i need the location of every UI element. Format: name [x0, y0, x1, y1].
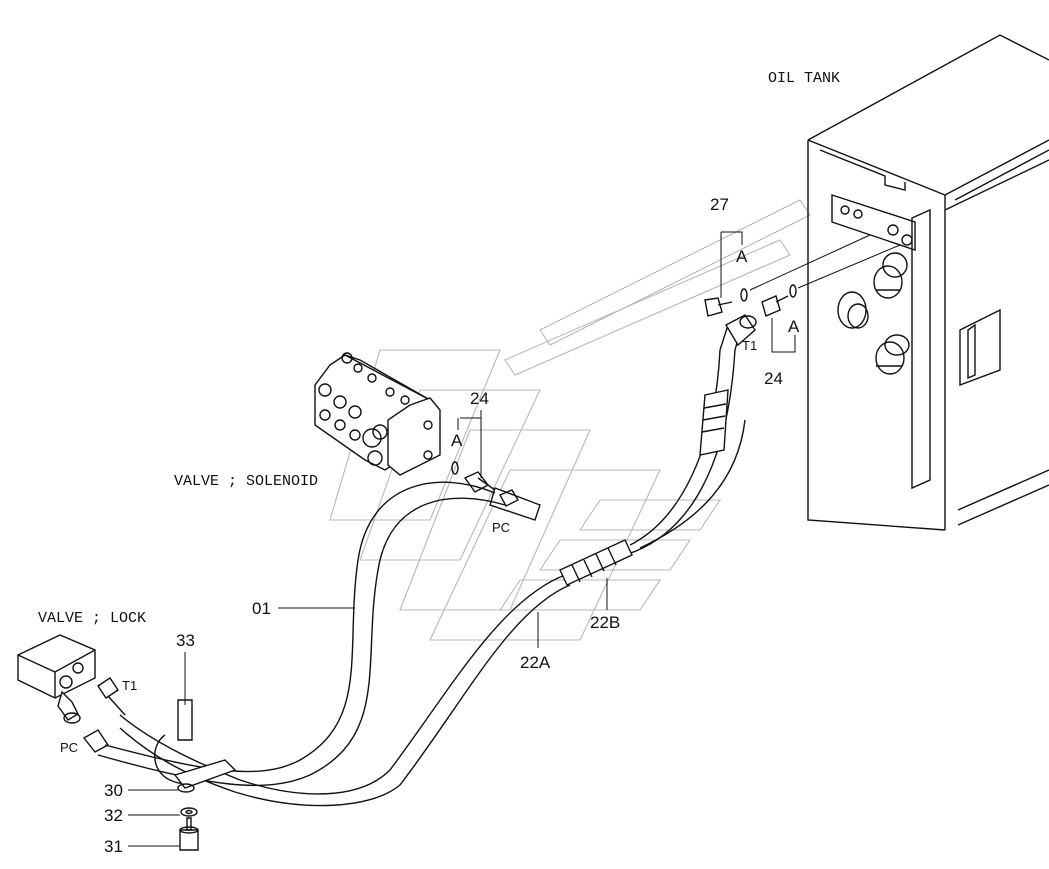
callout-24-top: 24: [470, 389, 489, 408]
clamp: [154, 699, 237, 793]
port-pc-solenoid: PC: [492, 520, 510, 535]
callout-32: 32: [104, 806, 123, 825]
detail-a-brackets: [457, 231, 796, 478]
washer-32: [180, 807, 198, 817]
callout-27: 27: [710, 195, 729, 214]
valve-lock-label: VALVE ; LOCK: [38, 610, 146, 627]
detail-a-solenoid: A: [451, 431, 463, 450]
hose-22a: [119, 574, 571, 807]
callout-22a: 22A: [520, 653, 551, 672]
callout-24-tank: 24: [764, 369, 783, 388]
valve-solenoid-label: VALVE ; SOLENOID: [174, 473, 318, 490]
port-t1-tank: T1: [742, 338, 757, 353]
guide-lines: [749, 234, 901, 291]
callout-33: 33: [176, 631, 195, 650]
detail-a-tank-right: A: [788, 317, 800, 336]
hose-22b: [559, 314, 757, 586]
callout-22b: 22B: [590, 613, 620, 632]
detail-a-tank-left: A: [736, 247, 748, 266]
port-pc-lock: PC: [60, 740, 78, 755]
solenoid-fitting: [451, 461, 541, 521]
solenoid-valve: [314, 352, 441, 476]
callout-30: 30: [104, 781, 123, 800]
fitting-24-tank: [761, 284, 797, 317]
port-t1-lock: T1: [122, 678, 137, 693]
callout-31: 31: [104, 837, 123, 856]
callout-01: 01: [252, 599, 271, 618]
lock-valve: [17, 634, 126, 753]
oil-tank-label: OIL TANK: [768, 70, 840, 87]
bolt-31: [179, 817, 199, 851]
bolt-27: [704, 288, 748, 317]
leader-lines: [128, 578, 608, 847]
oil-tank: [807, 34, 1049, 531]
